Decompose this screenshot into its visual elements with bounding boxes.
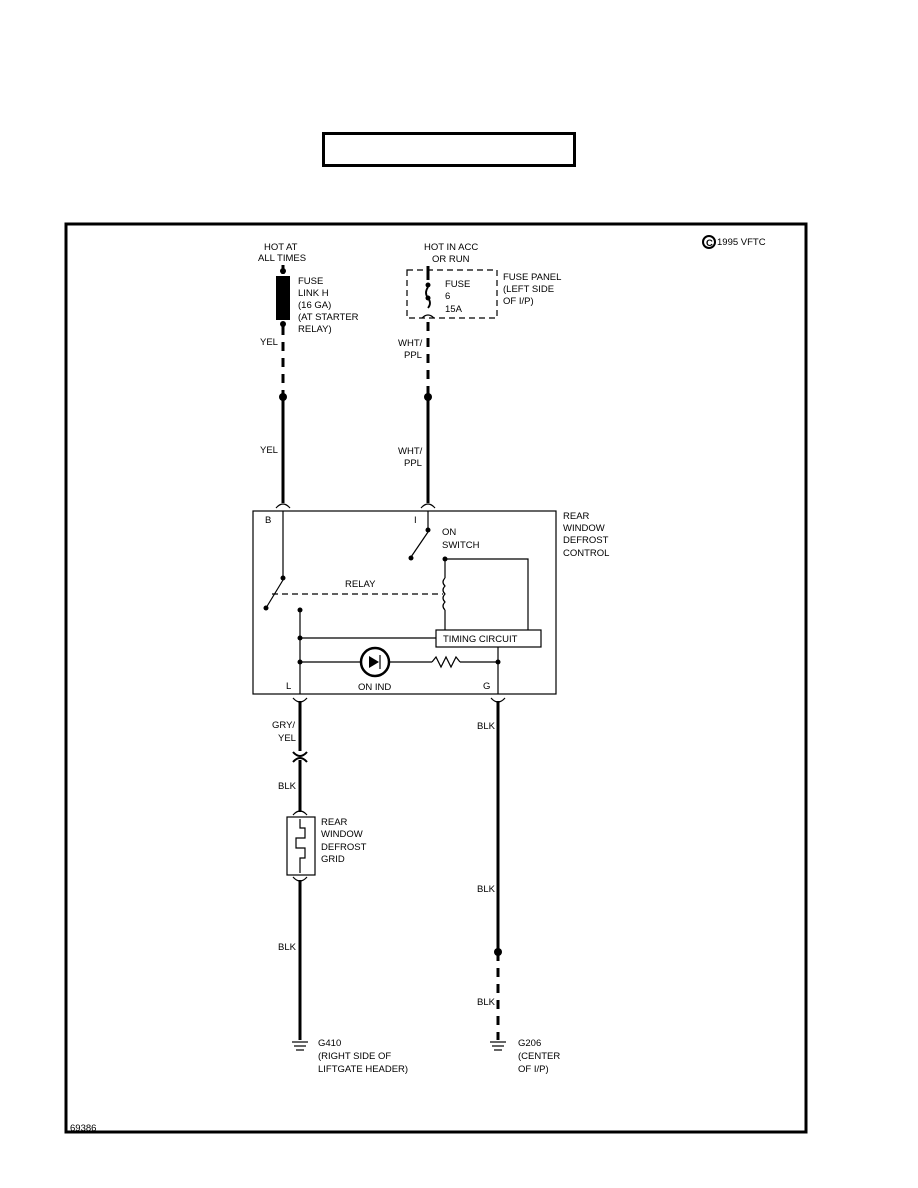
pin-i-label: I xyxy=(414,515,417,526)
grid-label-4: GRID xyxy=(321,854,345,865)
fuse-label-3: 15A xyxy=(445,304,463,315)
wire-label-blk-left-upper: BLK xyxy=(278,781,297,792)
defrost-grid-box xyxy=(286,816,316,876)
g410-label-3: LIFTGATE HEADER) xyxy=(318,1064,408,1075)
copyright-symbol-letter: C xyxy=(706,238,713,249)
wire-label-gry-yel-2: YEL xyxy=(278,733,296,744)
control-name-3: DEFROST xyxy=(563,535,609,546)
fuse-label-1: FUSE xyxy=(445,279,470,290)
fuse-panel-label-1: FUSE PANEL xyxy=(503,272,561,283)
figure-id: 69386 xyxy=(70,1123,96,1134)
resistor-icon xyxy=(431,655,461,669)
fuse-link-label-4: (AT STARTER xyxy=(298,312,359,323)
ground-g410-icon xyxy=(292,1041,308,1051)
fuse-panel-box xyxy=(406,269,498,319)
fuse-link-label-2: LINK H xyxy=(298,288,329,299)
on-switch-label-1: ON xyxy=(442,527,456,538)
control-name-2: WINDOW xyxy=(563,523,605,534)
wire-label-blk-right-2: BLK xyxy=(477,884,496,895)
relay-label: RELAY xyxy=(345,579,376,590)
copyright-text: 1995 VFTC xyxy=(717,237,766,248)
fuse-panel-label-2: (LEFT SIDE xyxy=(503,284,554,295)
grid-label-1: REAR xyxy=(321,817,348,828)
wire-label-blk-left-lower: BLK xyxy=(278,942,297,953)
control-name-1: REAR xyxy=(563,511,590,522)
connector-c-icon xyxy=(292,751,308,763)
fuse-link-label-1: FUSE xyxy=(298,276,323,287)
wire-label-yel-lower: YEL xyxy=(260,445,278,456)
g206-label-2: (CENTER xyxy=(518,1051,560,1062)
pin-g-label: G xyxy=(483,681,490,692)
hot-in-acc-line1: HOT IN ACC xyxy=(424,242,478,253)
title-box xyxy=(322,132,576,167)
copyright: C 1995 VFTC xyxy=(702,235,766,249)
control-name-4: CONTROL xyxy=(563,548,609,559)
relay-coil-icon xyxy=(442,577,446,611)
wire-label-wht-ppl-lower-2: PPL xyxy=(404,458,422,469)
wire-label-yel-upper: YEL xyxy=(260,337,278,348)
hot-at-all-times-line2: ALL TIMES xyxy=(258,253,306,264)
defrost-control-module xyxy=(252,510,557,695)
wire-label-gry-yel-1: GRY/ xyxy=(272,720,295,731)
diagram-frame xyxy=(64,222,808,1134)
copyright-symbol-icon xyxy=(702,235,716,249)
pin-b-label: B xyxy=(265,515,271,526)
g206-label-1: G206 xyxy=(518,1038,541,1049)
fuse-link-label-5: RELAY) xyxy=(298,324,332,335)
fuse-link-label-3: (16 GA) xyxy=(298,300,331,311)
wire-label-wht-ppl-upper-1: WHT/ xyxy=(398,338,423,349)
g410-label-1: G410 xyxy=(318,1038,341,1049)
wire-label-wht-ppl-upper-2: PPL xyxy=(404,350,422,361)
g206-label-3: OF I/P) xyxy=(518,1064,549,1075)
fuse-panel-label-3: OF I/P) xyxy=(503,296,534,307)
grid-label-2: WINDOW xyxy=(321,829,363,840)
wire-label-blk-right-1: BLK xyxy=(477,721,496,732)
defrost-grid-element-icon xyxy=(295,819,306,873)
hot-at-all-times-line1: HOT AT xyxy=(264,242,298,253)
on-ind-label: ON IND xyxy=(358,682,391,693)
fuse-label-2: 6 xyxy=(445,291,450,302)
g410-label-2: (RIGHT SIDE OF xyxy=(318,1051,391,1062)
grid-label-3: DEFROST xyxy=(321,842,367,853)
on-switch xyxy=(410,531,429,558)
fuse-link-h-symbol xyxy=(276,276,290,320)
wire-label-blk-right-3: BLK xyxy=(477,997,496,1008)
wire-label-wht-ppl-lower-1: WHT/ xyxy=(398,446,423,457)
timing-circuit-label: TIMING CIRCUIT xyxy=(443,634,518,645)
pin-l-label: L xyxy=(286,681,291,692)
hot-in-acc-line2: OR RUN xyxy=(432,254,470,265)
on-switch-label-2: SWITCH xyxy=(442,540,480,551)
ground-g206-icon xyxy=(490,1041,506,1051)
